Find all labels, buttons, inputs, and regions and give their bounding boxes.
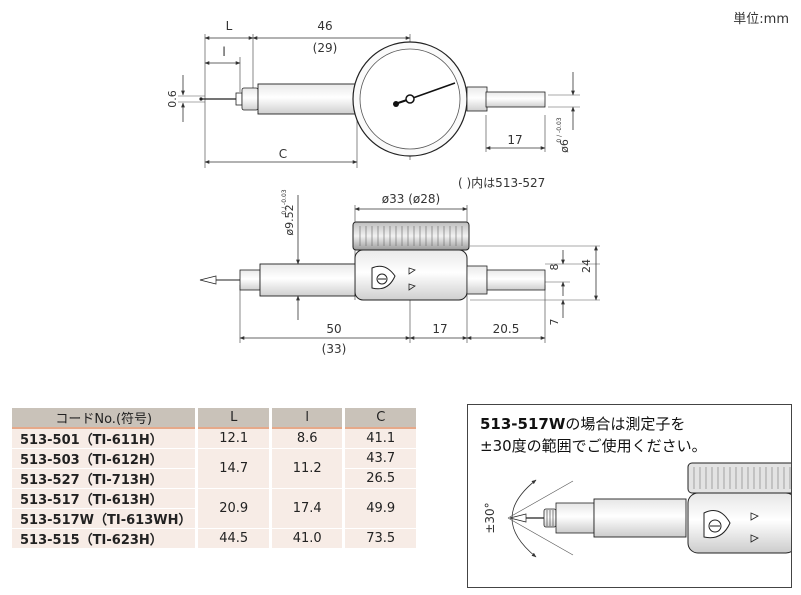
row-C: 43.7 xyxy=(342,448,416,469)
dim-17b: 17 xyxy=(432,322,447,336)
row-code: 513-503（TI-612H） xyxy=(12,448,197,469)
tol-phi952: 0 / -0.03 xyxy=(281,189,288,214)
row-l: 11.2 xyxy=(268,448,344,489)
usage-note-box: 513-517Wの場合は測定子を ±30度の範囲でご使用ください。 ±30° xyxy=(467,404,792,588)
row-l: 8.6 xyxy=(268,428,344,449)
header-L: L xyxy=(195,408,271,429)
header-l: l xyxy=(268,408,344,429)
side-view: ø33 (ø28) ø9.52 0 / -0.03 8 24 7 50 (33)… xyxy=(199,189,600,356)
row-code: 513-517（TI-613H） xyxy=(12,488,197,509)
row-L: 44.5 xyxy=(195,528,271,549)
dim-33: (33) xyxy=(322,342,347,356)
row-C: 41.1 xyxy=(342,428,416,449)
top-view: L 46 (29) l C 17 0.6 ø6 0 / -0.03 xyxy=(166,19,580,168)
dim-46: 46 xyxy=(317,19,332,33)
row-L: 12.1 xyxy=(195,428,271,449)
dim-0-6: 0.6 xyxy=(166,90,179,108)
dim-8: 8 xyxy=(548,264,561,271)
note-line-2: ±30度の範囲でご使用ください。 xyxy=(480,437,707,455)
note-model: 513-517W xyxy=(480,415,566,433)
header-C: C xyxy=(342,408,416,429)
table-row: 513-503（TI-612H） 14.7 11.2 43.7 xyxy=(12,448,416,489)
table-row: 513-517（TI-613H） 20.9 17.4 49.9 xyxy=(12,488,416,529)
angle-label: ±30° xyxy=(483,502,497,533)
technical-drawing: L 46 (29) l C 17 0.6 ø6 0 / -0.03 xyxy=(166,19,600,356)
row-C: 49.9 xyxy=(342,488,416,529)
row-code: 513-515（TI-623H） xyxy=(12,528,197,549)
table-row: 513-527（TI-713H） 26.5 xyxy=(12,468,416,489)
row-L: 20.9 xyxy=(195,488,271,529)
dim-29: (29) xyxy=(313,41,338,55)
dim-phi33: ø33 (ø28) xyxy=(382,192,440,206)
row-code: 513-517W（TI-613WH） xyxy=(12,508,197,529)
dim-7: 7 xyxy=(548,319,561,326)
dim-24: 24 xyxy=(580,259,593,273)
tol-phi6: 0 / -0.03 xyxy=(556,117,563,142)
table-row: 513-517W（TI-613WH） xyxy=(12,508,416,529)
note-line-1: 513-517Wの場合は測定子を xyxy=(480,413,685,434)
row-code: 513-527（TI-713H） xyxy=(12,468,197,489)
row-C: 26.5 xyxy=(342,468,416,489)
dim-C: C xyxy=(279,147,287,161)
row-l: 17.4 xyxy=(268,488,344,529)
dim-l: l xyxy=(222,45,225,59)
dim-20-5: 20.5 xyxy=(493,322,520,336)
note-line-1-rest: の場合は測定子を xyxy=(565,415,686,433)
row-L: 14.7 xyxy=(195,448,271,489)
dim-phi6: ø6 xyxy=(558,139,571,153)
unit-label: 単位:mm xyxy=(733,12,789,27)
angle-illustration: ±30° xyxy=(483,462,791,558)
table-row: 513-501（TI-611H） 12.1 8.6 41.1 xyxy=(12,428,416,449)
paren-note: ( )内は513-527 xyxy=(458,176,545,190)
row-C: 73.5 xyxy=(342,528,416,549)
row-code: 513-501（TI-611H） xyxy=(12,428,197,449)
spec-table: コードNo.(符号) L l C 513-501（TI-611H） 12.1 8… xyxy=(12,408,416,549)
dim-L: L xyxy=(226,19,233,33)
dim-17: 17 xyxy=(507,133,522,147)
table-header-row: コードNo.(符号) L l C xyxy=(12,408,416,429)
dim-50: 50 xyxy=(326,322,341,336)
table-row: 513-515（TI-623H） 44.5 41.0 73.5 xyxy=(12,528,416,549)
dim-phi952: ø9.52 xyxy=(283,204,296,235)
row-l: 41.0 xyxy=(268,528,344,549)
header-code: コードNo.(符号) xyxy=(12,408,197,429)
